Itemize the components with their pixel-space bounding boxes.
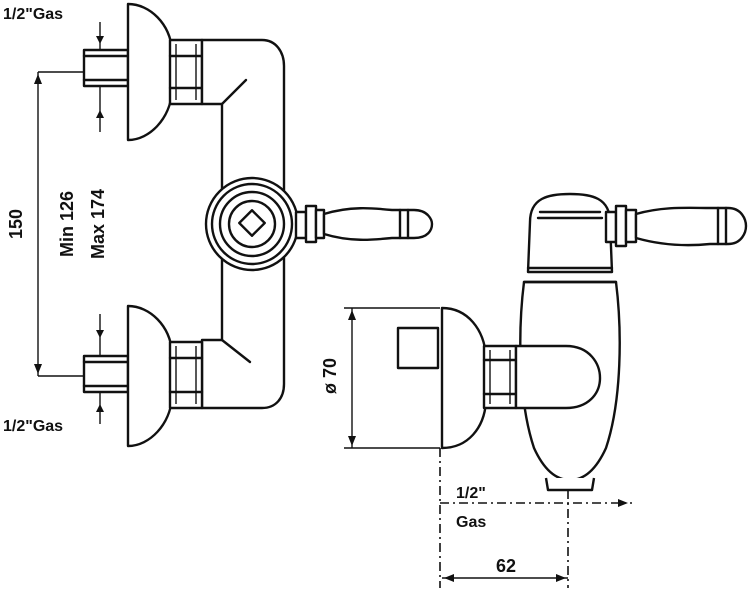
bottom-hex-nut [168,340,204,410]
side-spout [514,344,602,410]
outlet-size-label: 1/2" [456,485,486,502]
bottom-arm [200,256,286,410]
side-lever-handle [604,204,748,248]
depth-label: 62 [496,556,516,576]
depth-dimension [442,574,568,582]
valve-body [204,176,300,272]
inlet-top-label: 1/2"Gas [3,6,63,23]
centers-label: 150 [6,209,26,239]
front-view: 1/2"Gas 1/2"Gas 150 Min 126 Max 174 [3,2,434,448]
side-hex-nut [482,344,518,410]
side-view: ø 70 1/2" Gas 62 [320,192,748,588]
bottom-inlet-pipe [82,314,130,424]
side-inlet-fitting [396,326,440,370]
bottom-flange [126,304,174,448]
outlet-gas-label: Gas [456,514,486,531]
min-distance-label: Min 126 [57,191,77,257]
side-main-body [519,192,621,492]
side-flange [440,306,488,450]
diameter-label: ø 70 [320,358,340,394]
max-distance-label: Max 174 [88,189,108,259]
outlet-arrow [618,499,628,507]
top-hex-nut [168,38,204,106]
inlet-bottom-label: 1/2"Gas [3,418,63,435]
top-inlet-pipe [82,22,130,132]
diameter-dimension [344,307,440,449]
front-lever-handle [294,204,434,244]
top-arm [200,38,286,192]
centers-dimension [34,71,84,377]
top-flange [126,2,174,142]
